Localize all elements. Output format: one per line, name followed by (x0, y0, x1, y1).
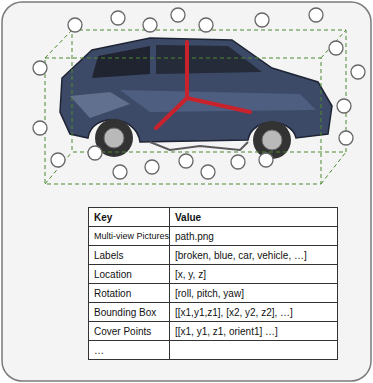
cover-point (171, 8, 185, 22)
table-value: [roll, pitch, yaw] (175, 288, 244, 299)
cover-point (231, 155, 245, 169)
cover-point (339, 131, 353, 145)
bbox-edges (45, 30, 346, 184)
table-key: Cover Points (94, 326, 151, 337)
car-window (156, 45, 262, 74)
cover-point (329, 41, 343, 55)
cover-point (201, 165, 215, 179)
table-cell: Cover Points (88, 321, 170, 341)
cover-point (337, 99, 351, 113)
table-cell: Bounding Box (88, 302, 170, 322)
table-value: [[x1, y1, z1, orient1] …] (175, 326, 278, 337)
table-key: Labels (94, 250, 123, 261)
table-cell: Rotation (88, 283, 170, 303)
table-cell: Key (88, 207, 170, 227)
cover-point (111, 11, 125, 25)
bbox-front (45, 58, 321, 184)
table-value: [broken, blue, car, vehicle, …] (175, 250, 307, 261)
cover-point (199, 18, 213, 32)
wheel-rim (262, 130, 282, 150)
table-value: [x, y, z] (175, 269, 206, 280)
axis-y (187, 98, 250, 112)
cover-point (259, 153, 273, 167)
table-key: Location (94, 269, 132, 280)
bbox-back (72, 30, 346, 152)
table-cell: Value (169, 207, 338, 227)
table-cell: Location (88, 264, 170, 284)
car (60, 38, 332, 159)
cover-point (351, 65, 365, 79)
table-value: [[x1,y1,z1], [x2, y2, z2], …] (175, 307, 293, 318)
table-key: Bounding Box (94, 307, 156, 318)
cover-point (309, 8, 323, 22)
table-cell: [x, y, z] (169, 264, 338, 284)
table-cell (169, 340, 338, 360)
table-cell: path.png (169, 226, 338, 246)
table-value: path.png (175, 231, 214, 242)
wheel (253, 121, 291, 159)
table-key: Multi-view Pictures (94, 231, 169, 241)
axis-x (156, 98, 187, 128)
wheel-rim (104, 128, 124, 148)
axis-z (185, 42, 189, 98)
car-window (92, 46, 150, 78)
table-key: … (94, 345, 104, 356)
panel (2, 2, 371, 381)
car-debris (150, 142, 248, 150)
table-cell: [broken, blue, car, vehicle, …] (169, 245, 338, 265)
table-header: Value (175, 212, 201, 223)
cover-point (88, 146, 102, 160)
car-damage (70, 92, 130, 118)
table-cell: [roll, pitch, yaw] (169, 283, 338, 303)
cover-point (113, 165, 127, 179)
car-panel (120, 90, 316, 112)
cover-point (179, 154, 193, 168)
table-cell: Labels (88, 245, 170, 265)
bounding-box (45, 30, 346, 184)
cover-point (68, 18, 82, 32)
table-cell: [[x1, y1, z1, orient1] …] (169, 321, 338, 341)
cover-point (51, 153, 65, 167)
cover-point (33, 61, 47, 75)
cover-points (33, 8, 365, 179)
table-cell: [[x1,y1,z1], [x2, y2, z2], …] (169, 302, 338, 322)
table-header: Key (94, 212, 112, 223)
cover-point (145, 160, 159, 174)
cover-point (255, 13, 269, 27)
table-cell: Multi-view Pictures (88, 226, 170, 246)
table-key: Rotation (94, 288, 131, 299)
cover-point (33, 121, 47, 135)
cover-point (143, 18, 157, 32)
axes (156, 42, 250, 128)
table-cell: … (88, 340, 170, 360)
